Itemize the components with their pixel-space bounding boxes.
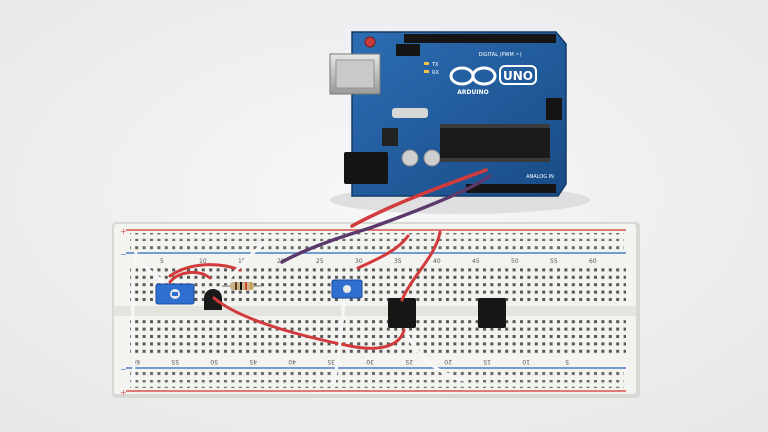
col-number: 25 xyxy=(316,258,324,265)
col-number: 5 xyxy=(160,258,164,265)
reset-button xyxy=(364,36,376,48)
arduino-brand-label: ARDUINO xyxy=(457,89,488,96)
col-number: 35 xyxy=(327,358,335,365)
ic-chip-right xyxy=(478,298,506,328)
digital-header-label: DIGITAL (PWM ~) xyxy=(478,52,521,58)
col-number: 10 xyxy=(522,358,530,365)
col-number: 45 xyxy=(472,258,480,265)
col-number: 15 xyxy=(483,358,491,365)
col-number: 45 xyxy=(249,358,257,365)
top-minus-sign: − xyxy=(120,250,127,259)
col-number: 60 xyxy=(589,258,597,265)
col-number: 35 xyxy=(394,258,402,265)
wire-red-top-left xyxy=(168,263,242,278)
top-plus-sign: + xyxy=(120,227,127,236)
col-number: 10 xyxy=(199,258,207,265)
breadboard: + − − + 5 10 15 20 25 30 35 40 45 50 55 … xyxy=(112,222,640,398)
col-number: 55 xyxy=(550,258,558,265)
col-number: 25 xyxy=(405,358,413,365)
analog-header xyxy=(466,184,556,193)
bottom-column-numbers: 60 55 50 45 40 35 30 25 20 15 10 5 xyxy=(132,358,569,365)
analog-header-label: ANALOG IN xyxy=(526,174,554,180)
tx-label: TX xyxy=(431,62,439,68)
wire-red-pot xyxy=(168,271,212,284)
col-number: 55 xyxy=(171,358,179,365)
col-number: 5 xyxy=(565,358,569,365)
resistor xyxy=(222,282,262,290)
uno-label: UNO xyxy=(503,69,533,83)
ic-chip-left xyxy=(388,298,416,328)
wire-white-left xyxy=(131,250,138,386)
atmega-chip xyxy=(440,128,550,158)
bottom-minus-sign: − xyxy=(120,365,127,374)
col-number: 15 xyxy=(238,258,246,265)
jumper-wires xyxy=(131,168,492,386)
wire-white-upper xyxy=(226,242,266,282)
trimmer-potentiometer-left xyxy=(155,283,195,305)
dc-power-jack xyxy=(344,152,388,184)
rx-label: RX xyxy=(432,70,439,76)
wire-red-arduino xyxy=(350,168,488,228)
col-number: 50 xyxy=(210,358,218,365)
wire-white-right xyxy=(406,334,466,382)
col-number: 30 xyxy=(355,258,363,265)
arduino-uno-board: UNO ARDUINO DIGITAL (PWM ~) TX RX ANALOG… xyxy=(329,31,590,214)
wire-white-short xyxy=(138,260,166,284)
wire-red-ic-power xyxy=(400,230,442,302)
col-number: 40 xyxy=(288,358,296,365)
digital-header xyxy=(404,34,556,43)
col-number: 50 xyxy=(511,258,519,265)
col-number: 30 xyxy=(366,358,374,365)
center-channel xyxy=(114,306,636,316)
bottom-plus-sign: + xyxy=(120,388,127,397)
col-number: 60 xyxy=(132,358,140,365)
col-number: 20 xyxy=(444,358,452,365)
wire-white-center xyxy=(332,298,346,386)
wire-red-rail-link xyxy=(356,234,410,270)
col-number: 40 xyxy=(433,258,441,265)
transistor xyxy=(204,289,222,310)
wire-red-long-loop xyxy=(212,296,406,350)
trimmer-potentiometer-right xyxy=(331,279,363,299)
wire-dark-arduino xyxy=(280,174,492,264)
arduino-logo xyxy=(449,65,537,86)
